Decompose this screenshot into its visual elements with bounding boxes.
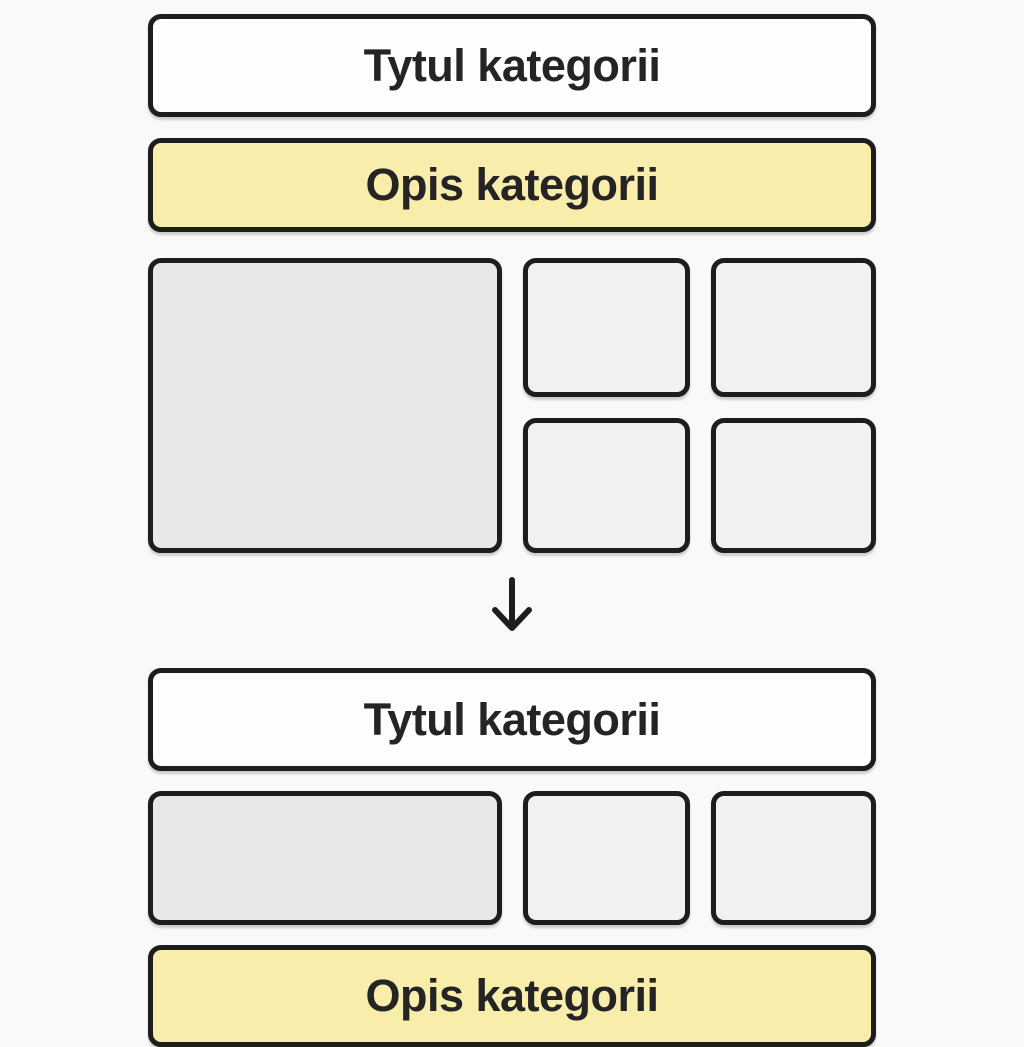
image-placeholder-wide <box>148 791 502 925</box>
arrow-down-icon <box>484 572 540 640</box>
image-placeholder-small-1 <box>523 258 690 397</box>
image-placeholder-large <box>148 258 502 553</box>
category-title-label-before: Tytul kategorii <box>363 39 661 91</box>
category-description-box-before: Opis kategorii <box>148 138 876 232</box>
image-placeholder-small-3 <box>523 418 690 553</box>
image-placeholder-small-4 <box>711 418 876 553</box>
category-description-label-after: Opis kategorii <box>365 970 659 1021</box>
category-title-label-after: Tytul kategorii <box>363 693 661 745</box>
wireframe-diagram: Tytul kategorii Opis kategorii Tytul kat… <box>148 14 876 1047</box>
category-title-box-after: Tytul kategorii <box>148 668 876 771</box>
image-placeholder-small-5 <box>523 791 690 925</box>
category-description-box-after: Opis kategorii <box>148 945 876 1047</box>
image-placeholder-small-2 <box>711 258 876 397</box>
category-title-box-before: Tytul kategorii <box>148 14 876 117</box>
category-description-label-before: Opis kategorii <box>365 159 659 210</box>
image-placeholder-small-6 <box>711 791 876 925</box>
